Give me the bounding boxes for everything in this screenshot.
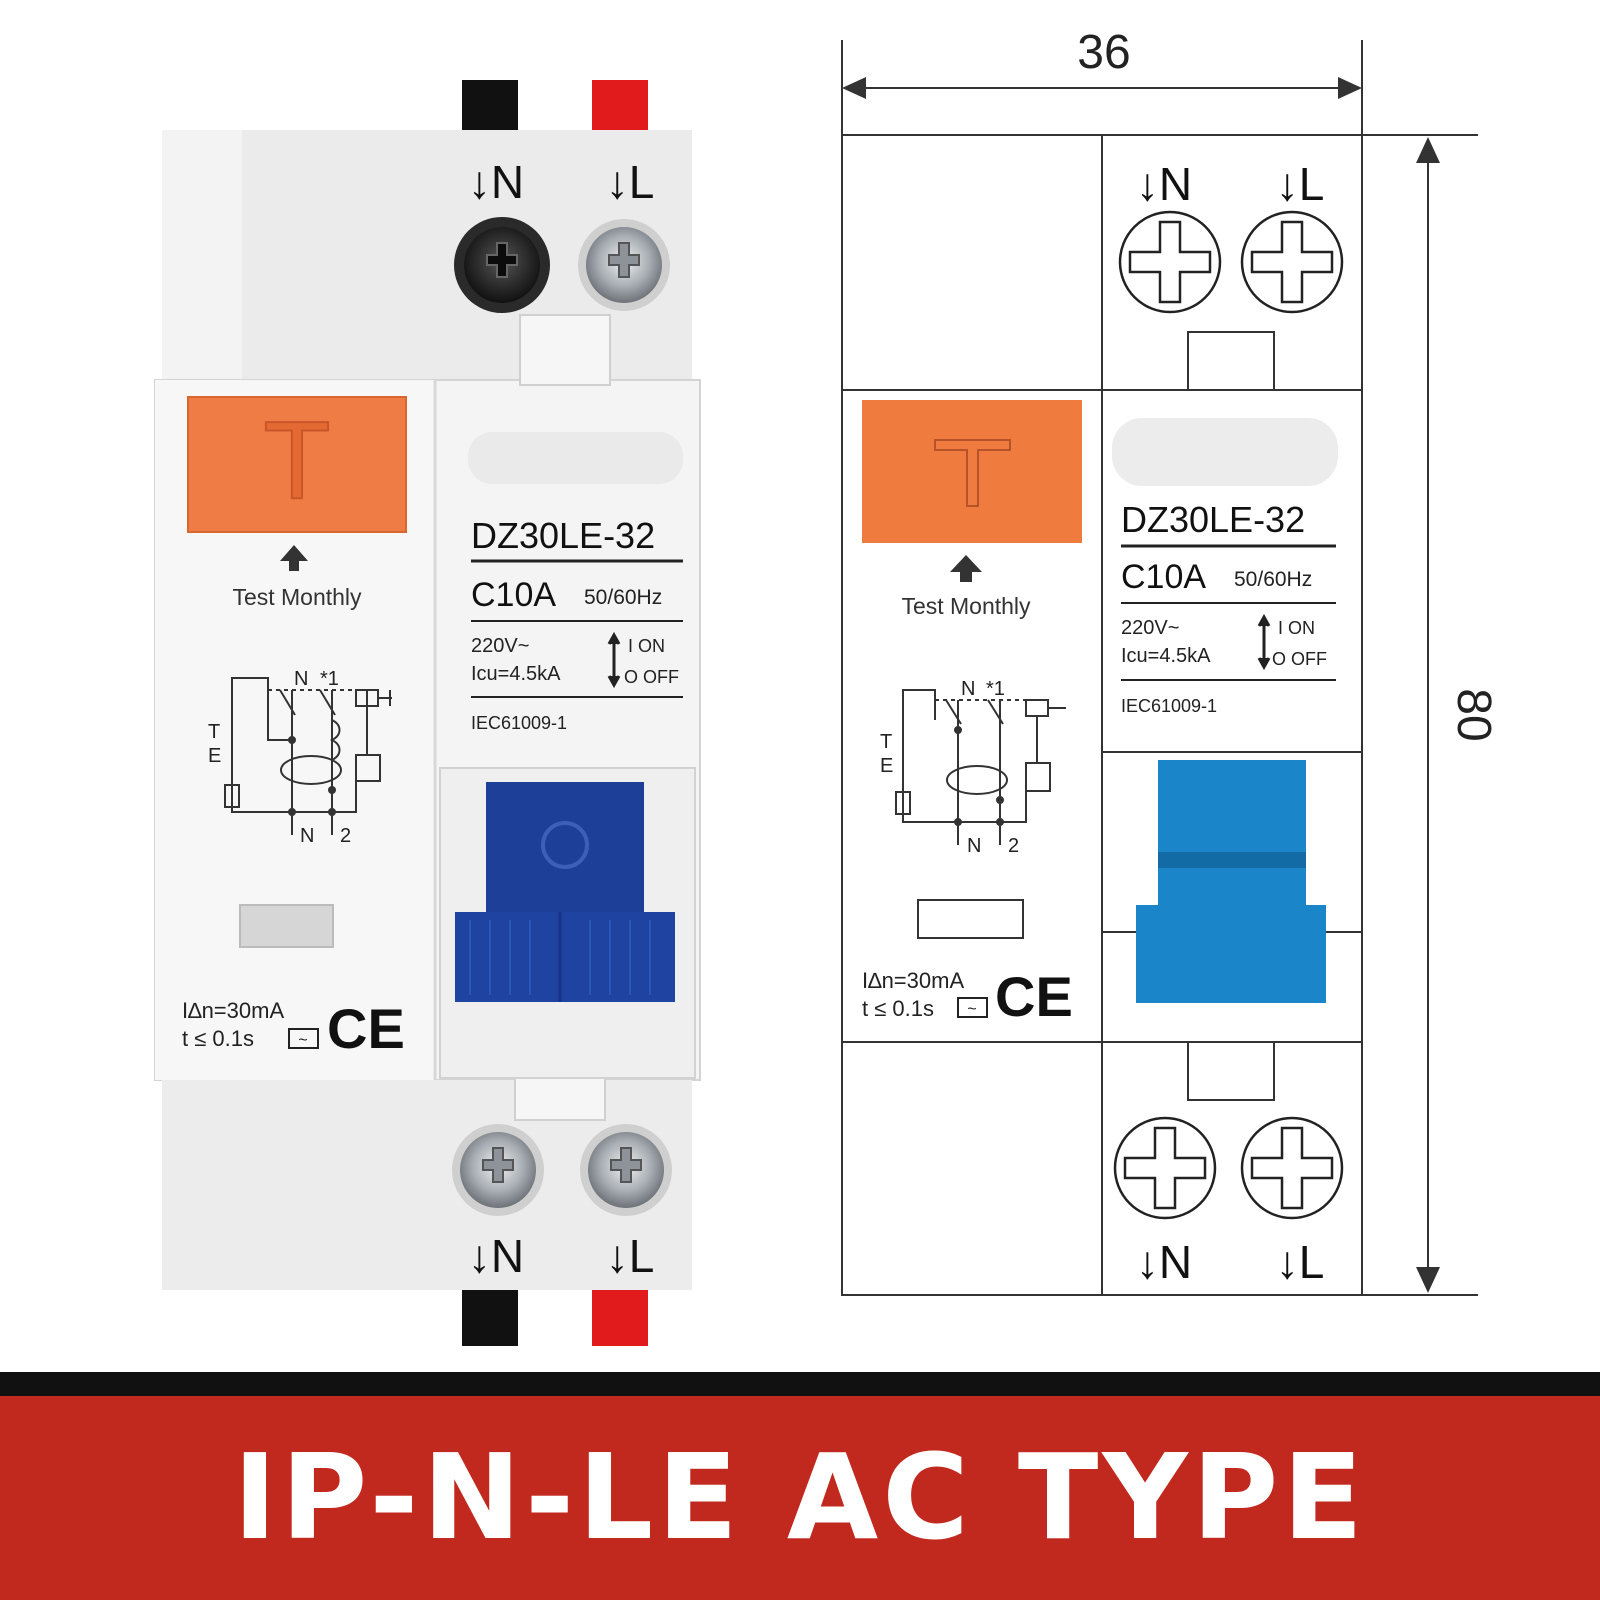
standard-label: IEC61009-1 bbox=[471, 713, 567, 733]
drawing-trip-time-label: t ≤ 0.1s bbox=[862, 996, 934, 1021]
breaker-photo: ↓N ↓L T Test Monthly bbox=[154, 80, 701, 1346]
test-button[interactable]: T bbox=[187, 396, 407, 533]
top-line-label: ↓L bbox=[606, 156, 655, 208]
height-dimension-label: 80 bbox=[1447, 688, 1500, 741]
drawing-on-label: I ON bbox=[1278, 618, 1315, 638]
bottom-neutral-label: ↓N bbox=[468, 1230, 524, 1282]
wire-line-top bbox=[592, 80, 648, 135]
svg-text:~: ~ bbox=[967, 1001, 976, 1018]
dimension-drawing: 36 80 ↓N ↓L Test Monthly bbox=[841, 26, 1500, 1296]
frequency-label: 50/60Hz bbox=[584, 586, 662, 609]
schematic-star-label: *1 bbox=[320, 668, 339, 690]
drawing-test-button bbox=[862, 400, 1082, 543]
trip-time-label: t ≤ 0.1s bbox=[182, 1026, 254, 1051]
drawing-outline bbox=[841, 134, 1363, 1296]
up-arrow-icon bbox=[280, 545, 308, 571]
model-label: DZ30LE-32 bbox=[471, 515, 655, 556]
drawing-rating-label: C10A bbox=[1121, 558, 1206, 596]
circuit-schematic bbox=[224, 677, 392, 835]
type-banner-text: IP-N-LE AC TYPE bbox=[233, 1428, 1367, 1566]
on-label: I ON bbox=[628, 636, 665, 656]
indicator-window bbox=[239, 904, 334, 948]
drawing-frequency-label: 50/60Hz bbox=[1234, 568, 1312, 591]
rating-label: C10A bbox=[471, 576, 556, 614]
wire-neutral-bottom bbox=[462, 1290, 518, 1346]
drawing-schematic-e-label: E bbox=[880, 755, 893, 777]
drawing-residual-current-label: I∆n=30mA bbox=[862, 968, 964, 993]
drawing-up-arrow-icon bbox=[950, 555, 982, 582]
top-line-screw[interactable] bbox=[578, 219, 670, 311]
top-neutral-label: ↓N bbox=[468, 156, 524, 208]
test-monthly-label: Test Monthly bbox=[232, 584, 362, 610]
wire-neutral-top bbox=[462, 80, 518, 135]
ce-mark: CE bbox=[327, 997, 405, 1060]
drawing-icu-label: Icu=4.5kA bbox=[1121, 645, 1211, 667]
schematic-n2-label: N bbox=[300, 825, 314, 847]
drawing-top-screws bbox=[1118, 210, 1344, 314]
test-button-letter: T bbox=[263, 399, 330, 522]
drawing-ce-mark: CE bbox=[995, 965, 1073, 1028]
drawing-circuit-schematic bbox=[895, 689, 1066, 845]
drawing-model-label: DZ30LE-32 bbox=[1121, 499, 1305, 540]
drawing-off-label: O OFF bbox=[1272, 649, 1327, 669]
width-dimension-label: 36 bbox=[1077, 26, 1130, 79]
wire-line-bottom bbox=[592, 1290, 648, 1346]
drawing-standard-label: IEC61009-1 bbox=[1121, 696, 1217, 716]
off-label: O OFF bbox=[624, 667, 679, 687]
drawing-schematic-n2-label: N bbox=[967, 835, 981, 857]
bottom-line-label: ↓L bbox=[606, 1230, 655, 1282]
svg-text:~: ~ bbox=[298, 1032, 307, 1049]
drawing-schematic-star-label: *1 bbox=[986, 678, 1005, 700]
schematic-n-label: N bbox=[294, 668, 308, 690]
drawing-on-off-arrow-icon bbox=[1257, 613, 1271, 671]
on-off-arrow-icon bbox=[607, 631, 621, 689]
drawing-top-neutral-label: ↓N bbox=[1136, 158, 1192, 210]
drawing-schematic-t-label: T bbox=[880, 731, 892, 753]
drawing-bottom-neutral-label: ↓N bbox=[1136, 1236, 1192, 1288]
schematic-e-label: E bbox=[208, 745, 221, 767]
drawing-top-line-label: ↓L bbox=[1276, 158, 1325, 210]
schematic-t-label: T bbox=[208, 721, 220, 743]
drawing-bottom-screws bbox=[1113, 1116, 1344, 1220]
drawing-voltage-label: 220V~ bbox=[1121, 617, 1179, 639]
schematic-2-label: 2 bbox=[340, 825, 351, 847]
banner-top-stripe bbox=[0, 1372, 1600, 1396]
top-neutral-screw[interactable] bbox=[454, 217, 550, 313]
drawing-schematic-2-label: 2 bbox=[1008, 835, 1019, 857]
drawing-toggle-handle bbox=[1102, 760, 1362, 1003]
icu-label: Icu=4.5kA bbox=[471, 663, 561, 685]
drawing-schematic-n-label: N bbox=[961, 678, 975, 700]
voltage-label: 220V~ bbox=[471, 635, 529, 657]
toggle-handle[interactable] bbox=[455, 782, 675, 1002]
residual-current-label: I∆n=30mA bbox=[182, 998, 284, 1023]
bottom-line-screw[interactable] bbox=[580, 1124, 672, 1216]
type-banner bbox=[0, 1372, 1600, 1600]
drawing-test-monthly-label: Test Monthly bbox=[901, 593, 1031, 619]
drawing-bottom-line-label: ↓L bbox=[1276, 1236, 1325, 1288]
bottom-neutral-screw[interactable] bbox=[452, 1124, 544, 1216]
